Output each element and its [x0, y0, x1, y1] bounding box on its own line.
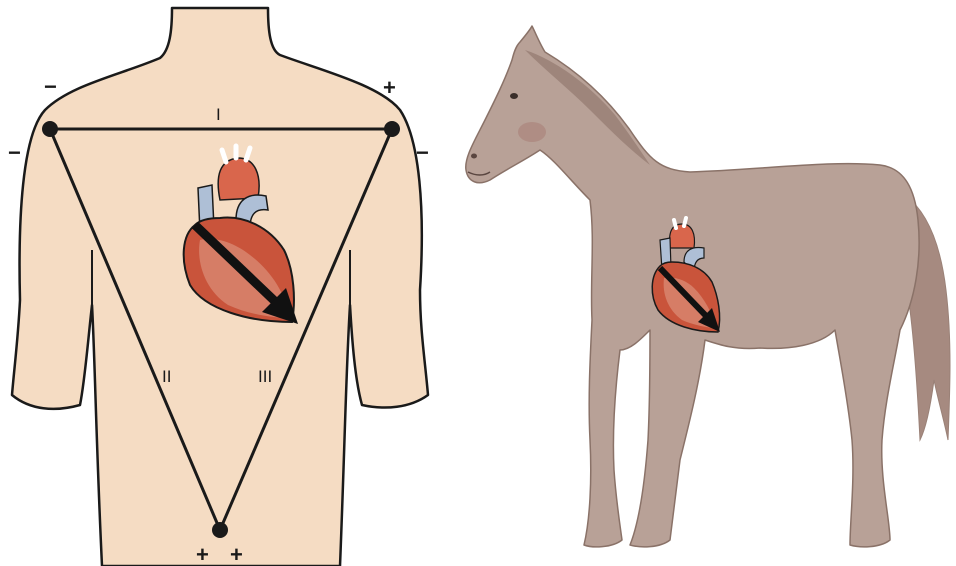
electrode-right-arm	[42, 121, 58, 137]
sign-bottom-right: +	[230, 542, 243, 566]
lead-iii-label: III	[258, 367, 272, 386]
horse-nostril	[471, 154, 477, 159]
lead-ii-label: II	[162, 367, 171, 386]
sign-right-shoulder-upper: −	[44, 74, 57, 99]
lead-i-label: I	[216, 105, 221, 124]
horse-eye	[510, 93, 518, 99]
horse-cheek	[518, 122, 546, 142]
sign-left-shoulder-upper: +	[383, 75, 396, 100]
sign-left-shoulder-outer: −	[416, 140, 429, 165]
sign-bottom-left: +	[196, 542, 209, 566]
electrode-left-arm	[384, 121, 400, 137]
aorta-arch	[218, 158, 259, 200]
electrode-left-leg	[212, 522, 228, 538]
sign-right-shoulder-outer: −	[8, 140, 21, 165]
horse-aorta	[670, 224, 695, 248]
